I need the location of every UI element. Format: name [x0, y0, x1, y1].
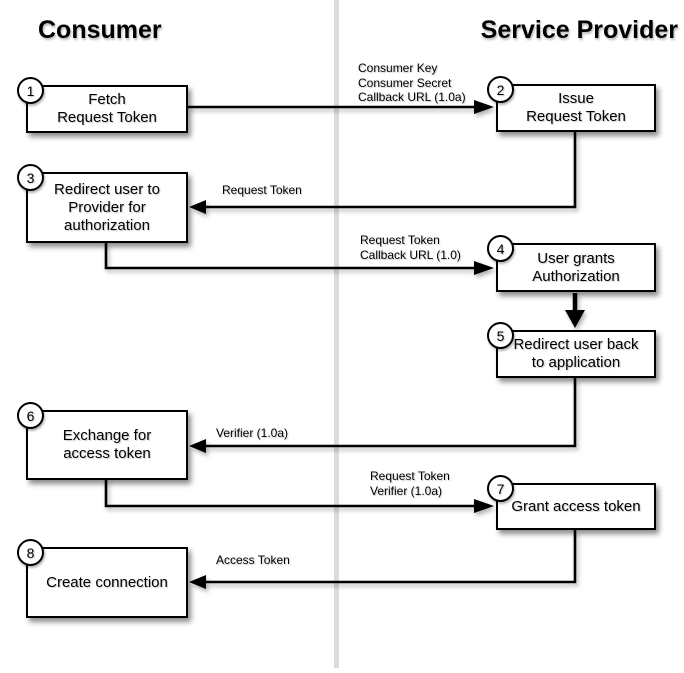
arrow-fetch-to-issue [188, 100, 494, 114]
step-box-2: 2 Issue Request Token [487, 76, 656, 132]
arrow-request-token-return [189, 132, 577, 214]
step-number-badge: 3 [17, 164, 44, 191]
step-box-6: 6 Exchange for access token [17, 402, 188, 480]
step-number-badge: 2 [487, 76, 514, 103]
step-box-4: 4 User grants Authorization [487, 235, 656, 292]
step-label: Exchange for access token [62, 427, 152, 462]
step-number-badge: 8 [17, 539, 44, 566]
step-label: Redirect user back to application [513, 336, 639, 371]
step-label: Issue Request Token [526, 90, 626, 125]
arrow-label-verifier: Verifier (1.0a) [216, 426, 289, 440]
step-number-badge: 5 [487, 322, 514, 349]
arrow-label-consumer-key-secret-callback: Consumer Key Consumer Secret Callback UR… [358, 61, 466, 104]
step-label: User grants Authorization [532, 249, 620, 285]
step-box-8: 8 Create connection [17, 539, 188, 618]
step-box-5: 5 Redirect user back to application [487, 322, 656, 378]
step-label: Fetch Request Token [57, 91, 157, 126]
arrow-label-request-token-verifier: Request Token Verifier (1.0a) [370, 469, 450, 498]
arrow-exchange-to-grant [104, 480, 494, 513]
step-box-1: 1 Fetch Request Token [17, 77, 188, 133]
step-label: Redirect user to Provider for authorizat… [54, 180, 160, 234]
arrow-label-request-token: Request Token [222, 183, 302, 197]
step-number-badge: 7 [487, 475, 514, 502]
step-label: Create connection [46, 573, 168, 591]
arrow-redirect-to-grants [104, 243, 494, 275]
arrow-access-token-return [189, 530, 577, 589]
arrow-label-request-token-callback: Request Token Callback URL (1.0) [360, 233, 461, 262]
step-box-7: 7 Grant access token [487, 475, 656, 530]
step-box-3: 3 Redirect user to Provider for authoriz… [17, 164, 188, 243]
step-number-badge: 6 [17, 402, 44, 429]
arrow-verifier-return [189, 378, 577, 453]
step-number-badge: 1 [17, 77, 44, 104]
column-header-consumer: Consumer [38, 16, 162, 44]
arrow-grants-to-redirect-back [565, 293, 585, 328]
column-header-service-provider: Service Provider [480, 16, 678, 44]
column-divider [334, 0, 339, 668]
arrow-label-access-token: Access Token [216, 553, 290, 567]
step-number-badge: 4 [487, 235, 514, 262]
step-label: Grant access token [511, 497, 641, 515]
